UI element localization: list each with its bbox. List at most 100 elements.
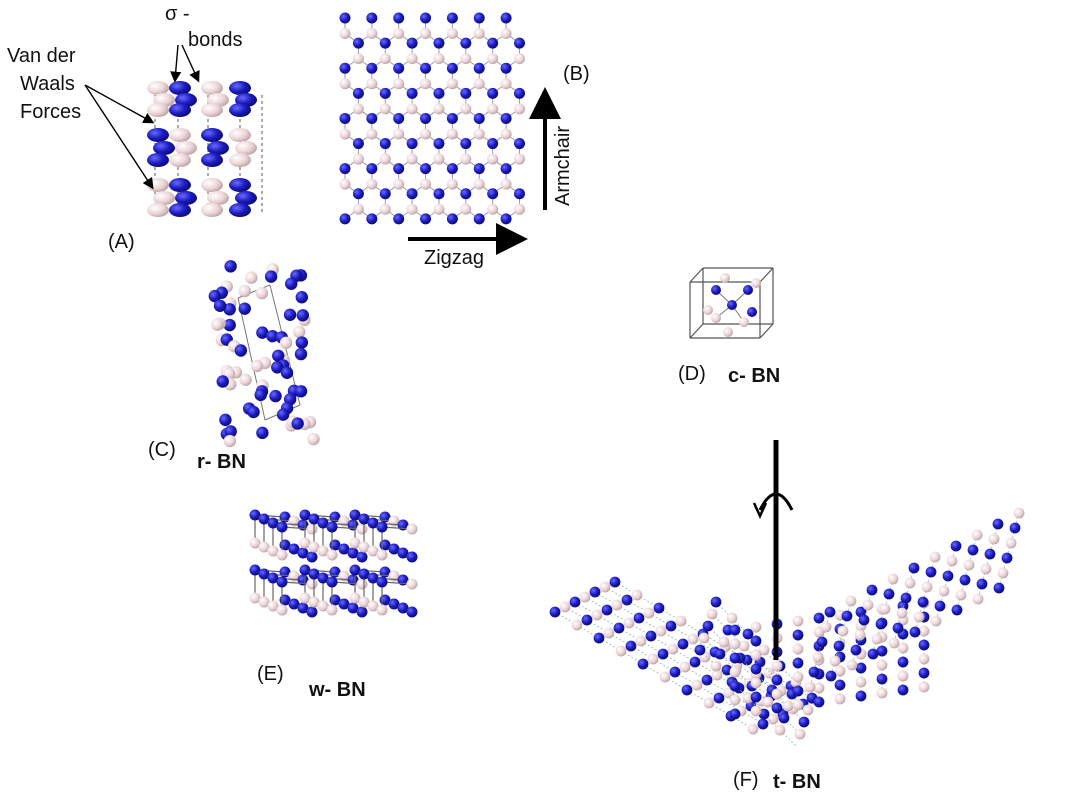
nitrogen-atom bbox=[208, 289, 222, 303]
boron-atom bbox=[679, 661, 691, 673]
nitrogen-atom bbox=[918, 639, 930, 651]
nitrogen-atom bbox=[653, 602, 665, 614]
nitrogen-atom bbox=[247, 405, 260, 419]
bond-line bbox=[689, 323, 704, 339]
nitrogen-atom bbox=[757, 718, 769, 730]
nitrogen-atom bbox=[900, 592, 912, 604]
nitrogen-atom bbox=[500, 12, 512, 24]
nitrogen-atom bbox=[897, 684, 909, 696]
boron-atom bbox=[258, 541, 270, 553]
nitrogen-atom bbox=[633, 612, 645, 624]
nitrogen-atom bbox=[729, 708, 741, 720]
boron-atom bbox=[623, 617, 635, 629]
boron-atom bbox=[358, 596, 370, 608]
nitrogen-atom bbox=[147, 128, 169, 142]
boron-atom bbox=[820, 621, 832, 633]
nitrogen-atom bbox=[514, 138, 526, 150]
boron-atom bbox=[591, 609, 603, 621]
boron-atom bbox=[771, 688, 783, 700]
boron-atom bbox=[487, 153, 499, 165]
nitrogen-atom bbox=[798, 716, 810, 728]
boron-atom bbox=[655, 625, 667, 637]
nitrogen-atom bbox=[473, 213, 485, 225]
boron-atom bbox=[792, 671, 804, 683]
nitrogen-atom bbox=[909, 626, 921, 638]
nitrogen-atom bbox=[714, 648, 726, 660]
boron-atom bbox=[514, 103, 526, 115]
boron-atom bbox=[276, 604, 288, 616]
boron-atom bbox=[406, 578, 418, 590]
nitrogen-atom bbox=[934, 600, 946, 612]
boron-atom bbox=[367, 545, 379, 557]
boron-atom bbox=[792, 615, 804, 627]
boron-atom bbox=[918, 653, 930, 665]
boron-atom bbox=[433, 103, 445, 115]
nitrogen-atom bbox=[834, 679, 846, 691]
boron-atom bbox=[201, 203, 223, 217]
boron-atom bbox=[169, 128, 191, 142]
nitrogen-atom bbox=[366, 112, 378, 124]
boron-atom bbox=[750, 621, 762, 633]
boron-atom bbox=[339, 78, 351, 90]
boron-atom bbox=[420, 28, 432, 39]
nitrogen-atom bbox=[876, 673, 888, 685]
panel-b-label: (B) bbox=[563, 63, 590, 85]
boron-atom bbox=[406, 203, 418, 215]
boron-atom bbox=[720, 273, 730, 283]
nitrogen-atom bbox=[433, 87, 445, 99]
nitrogen-atom bbox=[379, 37, 391, 49]
boron-atom bbox=[433, 53, 445, 65]
boron-atom bbox=[366, 28, 378, 39]
boron-atom bbox=[500, 28, 512, 39]
boron-atom bbox=[460, 103, 472, 115]
nitrogen-atom bbox=[866, 584, 878, 596]
panel-a-label: (A) bbox=[108, 231, 135, 253]
boron-atom bbox=[929, 551, 941, 563]
boron-atom bbox=[293, 325, 306, 338]
boron-atom bbox=[460, 53, 472, 65]
boron-atom bbox=[229, 153, 251, 167]
boron-atom bbox=[306, 578, 318, 590]
boron-atom bbox=[500, 78, 512, 90]
nitrogen-atom bbox=[339, 12, 351, 24]
boron-atom bbox=[245, 271, 258, 284]
boron-atom bbox=[854, 629, 866, 641]
boron-atom bbox=[897, 670, 909, 682]
boron-atom bbox=[710, 660, 722, 672]
nitrogen-atom bbox=[669, 666, 681, 678]
boron-atom bbox=[514, 153, 526, 165]
boron-atom bbox=[997, 567, 1009, 579]
nitrogen-atom bbox=[347, 547, 359, 559]
boron-atom bbox=[175, 141, 197, 155]
boron-atom bbox=[647, 653, 659, 665]
nitrogen-atom bbox=[223, 303, 236, 316]
nitrogen-atom bbox=[473, 12, 485, 24]
nitrogen-atom bbox=[702, 620, 714, 632]
boron-atom bbox=[871, 633, 883, 645]
boron-atom bbox=[169, 153, 191, 167]
boron-atom bbox=[379, 103, 391, 115]
nitrogen-atom bbox=[349, 509, 361, 521]
boron-atom bbox=[433, 203, 445, 215]
nitrogen-atom bbox=[855, 690, 867, 702]
boron-atom bbox=[326, 549, 338, 561]
boron-atom bbox=[988, 533, 1000, 545]
nitrogen-atom bbox=[645, 630, 657, 642]
nitrogen-atom bbox=[778, 712, 790, 724]
wbn-structure bbox=[249, 509, 418, 618]
vdw-label-line3: Forces bbox=[20, 101, 82, 123]
boron-atom bbox=[299, 592, 311, 604]
boron-atom bbox=[420, 78, 432, 90]
nitrogen-atom bbox=[201, 153, 223, 167]
boron-atom bbox=[794, 728, 806, 740]
boron-atom bbox=[963, 559, 975, 571]
nitrogen-atom bbox=[460, 188, 472, 200]
nitrogen-atom bbox=[175, 191, 197, 205]
nitrogen-atom bbox=[420, 112, 432, 124]
nitrogen-atom bbox=[613, 622, 625, 634]
boron-atom bbox=[147, 81, 169, 95]
boron-atom bbox=[500, 178, 512, 190]
sigma-symbol-label: σ - bbox=[165, 3, 190, 25]
nitrogen-atom bbox=[549, 606, 561, 618]
nitrogen-atom bbox=[446, 112, 458, 124]
